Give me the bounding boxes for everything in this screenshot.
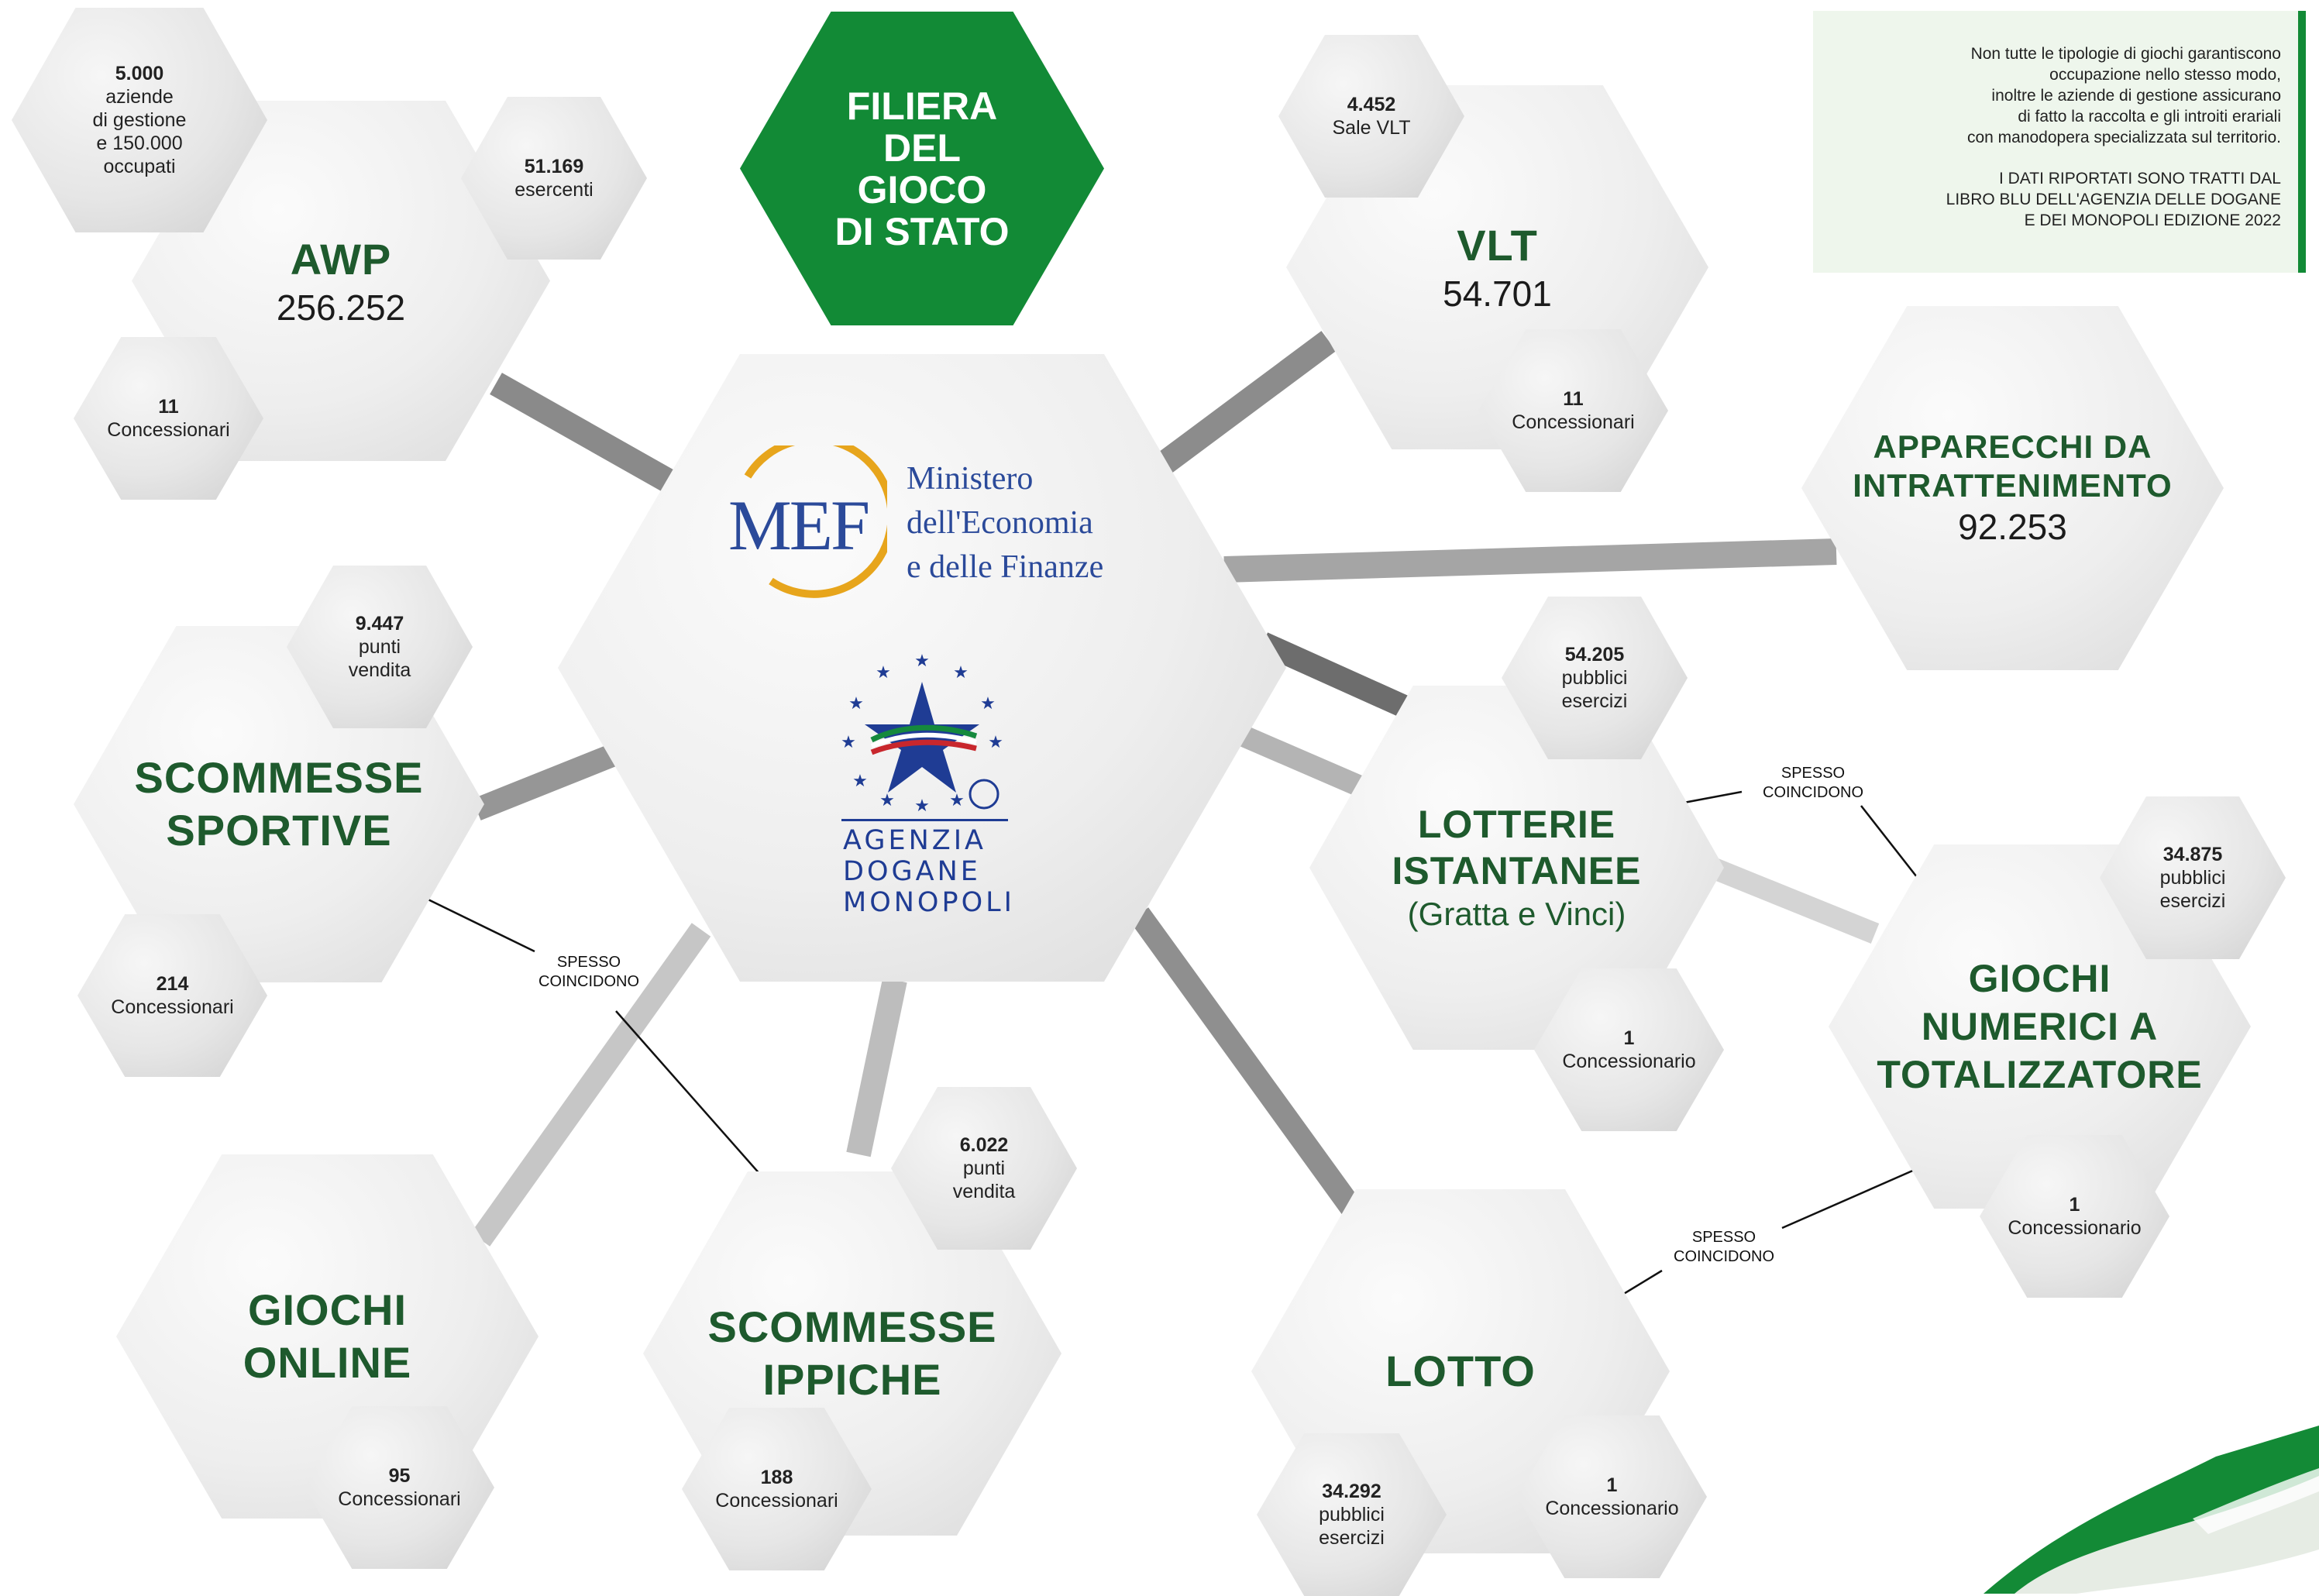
svg-text:★: ★ <box>841 733 856 752</box>
ippiche-concessionari-number: 188 <box>760 1467 793 1488</box>
lotto-esercizi-hex: 34.292 pubblici esercizi <box>1257 1433 1447 1596</box>
svg-text:★: ★ <box>848 694 864 714</box>
bar-lotto <box>1129 907 1362 1216</box>
adm-logo: ★ ★ ★ ★ ★ ★ ★ ★ ★ ★ ★ AGENZIA DOGANE MONOPOLI <box>837 647 1023 926</box>
vlt-concessionari-text: Concessionari <box>1512 411 1635 433</box>
ippiche-punti-hex: 6.022 punti vendita <box>891 1087 1077 1250</box>
adm-rule <box>841 819 1008 821</box>
svg-text:★: ★ <box>879 791 895 810</box>
vlt-concessionari-number: 11 <box>1563 388 1584 410</box>
vlt-title: VLT <box>1457 221 1538 270</box>
lotterie-subtitle: (Gratta e Vinci) <box>1407 896 1626 932</box>
awp-value: 256.252 <box>276 287 406 328</box>
ippiche-punti-text: punti vendita <box>952 1157 1016 1202</box>
sportive-concessionari-number: 214 <box>156 973 189 995</box>
vlt-sale-hex: 4.452 Sale VLT <box>1278 35 1464 198</box>
note-paragraph: Non tutte le tipologie di giochi garanti… <box>1966 45 2281 146</box>
giochi-online-title: GIOCHI ONLINE <box>243 1285 412 1387</box>
online-concessionari-text: Concessionari <box>338 1488 461 1510</box>
apparecchi-title: APPARECCHI DA INTRATTENIMENTO <box>1853 428 2173 504</box>
bar-lotterie-a <box>1258 632 1423 724</box>
awp-concessionari-number: 11 <box>158 396 179 418</box>
bar-ippiche <box>846 977 907 1157</box>
lotto-esercizi-number: 34.292 <box>1322 1481 1381 1502</box>
svg-text:★: ★ <box>980 694 996 714</box>
numerici-concessionario-text: Concessionario <box>2008 1217 2142 1239</box>
ippiche-punti-number: 6.022 <box>959 1134 1009 1156</box>
lotterie-esercizi-hex: 54.205 pubblici esercizi <box>1502 597 1688 759</box>
awp-esercenti-hex: 51.169 esercenti <box>461 97 647 260</box>
ippiche-concessionari-text: Concessionari <box>715 1490 838 1512</box>
connector-bars <box>470 331 1880 1247</box>
adm-line1: AGENZIA <box>843 825 986 856</box>
adm-line3: MONOPOLI <box>843 887 1015 918</box>
svg-text:★: ★ <box>949 791 965 810</box>
numerici-esercizi-text: pubblici esercizi <box>2159 867 2226 912</box>
info-note: Non tutte le tipologie di giochi garanti… <box>1813 11 2306 273</box>
svg-text:★: ★ <box>953 663 969 683</box>
sportive-punti-hex: 9.447 punti vendita <box>287 566 473 728</box>
mef-name-line3: e delle Finanze <box>907 549 1104 585</box>
spesso-label-lotto-numerici: SPESSO COINCIDONO <box>1674 1229 1774 1265</box>
scommesse-sportive-title: SCOMMESSE SPORTIVE <box>134 753 424 855</box>
lotterie-esercizi-number: 54.205 <box>1564 644 1625 666</box>
scommesse-ippiche-title: SCOMMESSE IPPICHE <box>707 1302 997 1404</box>
svg-text:★: ★ <box>914 796 930 816</box>
adm-line2: DOGANE <box>843 856 981 887</box>
online-concessionari-number: 95 <box>388 1465 411 1487</box>
lotterie-esercizi-text: pubblici esercizi <box>1561 667 1628 712</box>
vlt-value: 54.701 <box>1443 273 1552 314</box>
bar-vlt <box>1154 331 1337 475</box>
adm-star-emblem: ★ ★ ★ ★ ★ ★ ★ ★ ★ ★ ★ <box>841 652 1003 816</box>
numerici-esercizi-hex: 34.875 pubblici esercizi <box>2100 796 2286 959</box>
main-title: FILIERA DEL GIOCO DI STATO <box>834 84 1010 253</box>
numerici-concessionario-number: 1 <box>2069 1194 2080 1216</box>
giochi-online-hex: GIOCHI ONLINE <box>116 1154 538 1519</box>
spesso-label-sportive-ippiche: SPESSO COINCIDONO <box>538 954 639 990</box>
awp-esercenti-number: 51.169 <box>524 156 584 177</box>
awp-esercenti-text: esercenti <box>514 179 594 201</box>
sportive-concessionari-text: Concessionari <box>111 996 234 1018</box>
awp-aziende-text: aziende di gestione e 150.000 occupati <box>92 86 187 177</box>
note-accent-bar <box>2298 11 2306 273</box>
bar-apparecchi <box>1223 538 1837 583</box>
svg-text:★: ★ <box>852 772 868 791</box>
lotto-concessionario-text: Concessionario <box>1545 1498 1679 1519</box>
lotto-title: LOTTO <box>1385 1347 1536 1395</box>
giochi-numerici-title: GIOCHI NUMERICI A TOTALIZZATORE <box>1877 957 2203 1096</box>
bar-online <box>470 923 711 1247</box>
lotterie-title: LOTTERIE ISTANTANEE <box>1392 803 1642 893</box>
awp-concessionari-text: Concessionari <box>107 419 230 441</box>
sportive-punti-number: 9.447 <box>355 613 404 635</box>
spesso-label-lotterie-numerici: SPESSO COINCIDONO <box>1763 765 1863 801</box>
apparecchi-value: 92.253 <box>1958 507 2067 547</box>
bar-numerici <box>1708 858 1880 944</box>
bar-awp <box>490 373 680 495</box>
main-title-hex: FILIERA DEL GIOCO DI STATO <box>740 12 1104 325</box>
mef-name-line2: dell'Economia <box>907 505 1093 541</box>
lotto-concessionario-number: 1 <box>1606 1474 1618 1496</box>
svg-text:★: ★ <box>876 663 891 683</box>
mef-logo: MEF Ministero dell'Economia e delle Fina… <box>717 445 1151 600</box>
sportive-punti-text: punti vendita <box>348 636 411 681</box>
lotterie-concessionario-number: 1 <box>1623 1027 1635 1049</box>
svg-text:★: ★ <box>914 652 930 671</box>
numerici-esercizi-number: 34.875 <box>2162 844 2223 865</box>
italian-ribbon <box>1984 1426 2319 1594</box>
awp-title: AWP <box>290 234 392 284</box>
bar-sportive <box>472 745 617 820</box>
lotterie-concessionario-text: Concessionario <box>1562 1051 1696 1072</box>
mef-name-line1: Ministero <box>907 461 1034 497</box>
vlt-sale-text: Sale VLT <box>1332 117 1411 139</box>
svg-text:★: ★ <box>988 733 1003 752</box>
note-source: I DATI RIPORTATI SONO TRATTI DAL LIBRO B… <box>1946 170 2281 229</box>
vlt-sale-number: 4.452 <box>1347 94 1396 115</box>
lotto-esercizi-text: pubblici esercizi <box>1319 1504 1385 1549</box>
mef-logo-mark <box>744 445 887 598</box>
awp-aziende-number: 5.000 <box>115 63 164 84</box>
mef-abbr: MEF <box>728 486 870 565</box>
